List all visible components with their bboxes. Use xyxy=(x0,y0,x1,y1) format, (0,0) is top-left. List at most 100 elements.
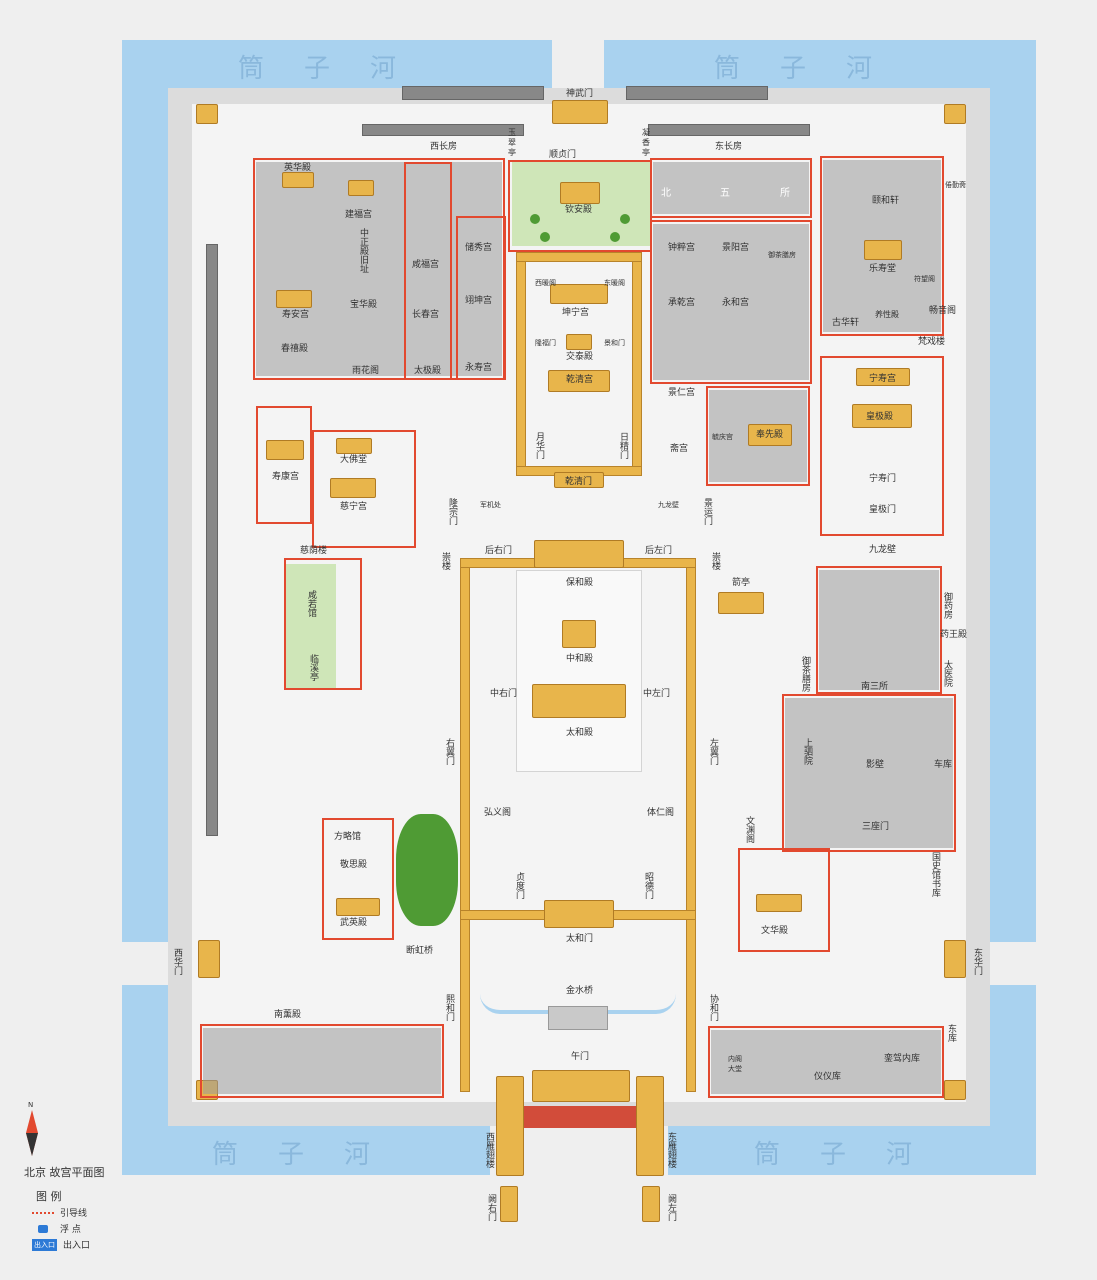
label-longzongmen[interactable]: 隆宗门 xyxy=(447,498,457,525)
label-changyinge[interactable]: 畅音阁 xyxy=(929,306,957,316)
label-qianqingmen[interactable]: 乾清门 xyxy=(565,477,593,487)
label-guoshiguan[interactable]: 国史馆书库 xyxy=(930,852,940,897)
label-jiaotaidian[interactable]: 交泰殿 xyxy=(566,352,594,362)
label-nanxundian[interactable]: 南薰殿 xyxy=(274,1010,302,1020)
label-taiyiyuan[interactable]: 太医院 xyxy=(942,660,952,687)
label-xihuamen[interactable]: 西华门 xyxy=(172,948,182,975)
label-yaowangdian[interactable]: 药王殿 xyxy=(940,630,968,640)
label-yonghegong[interactable]: 永和宫 xyxy=(722,298,750,308)
qianqinggong-building[interactable] xyxy=(548,370,610,392)
label-jianting[interactable]: 箭亭 xyxy=(732,578,751,588)
label-cheku[interactable]: 车库 xyxy=(934,760,953,770)
label-duanhongqiao[interactable]: 断虹桥 xyxy=(406,946,434,956)
label-yuxiangting[interactable]: 玉翠亭 xyxy=(508,128,516,157)
label-queyoumen[interactable]: 阙右门 xyxy=(486,1194,496,1221)
label-wumen[interactable]: 午门 xyxy=(571,1052,590,1062)
shenwumen-building[interactable] xyxy=(552,100,608,124)
label-junjichu[interactable]: 军机处 xyxy=(480,501,501,509)
label-taihemen[interactable]: 太和门 xyxy=(566,934,594,944)
label-yinghuadian[interactable]: 英华殿 xyxy=(284,163,312,173)
label-jingyunmen[interactable]: 景运门 xyxy=(702,498,712,525)
label-wenyuange[interactable]: 文渊阁 xyxy=(744,816,754,843)
dafotang-building[interactable] xyxy=(336,438,372,454)
label-changchungong[interactable]: 长春宫 xyxy=(412,310,440,320)
label-xiehemen[interactable]: 协和门 xyxy=(708,994,718,1021)
label-shunzhenmen[interactable]: 顺贞门 xyxy=(549,150,577,160)
label-west-yanchi[interactable]: 西雁翅楼 xyxy=(484,1132,494,1168)
label-chuxiugong[interactable]: 储秀宫 xyxy=(465,243,493,253)
label-yangxingdian[interactable]: 养性殿 xyxy=(875,310,899,319)
label-shouangong[interactable]: 寿安宫 xyxy=(282,310,310,320)
label-neigedatang[interactable]: 内阁大堂 xyxy=(728,1055,742,1073)
label-shangsiyuan[interactable]: 上驷院 xyxy=(802,738,812,765)
label-xianfugong[interactable]: 咸福宫 xyxy=(412,260,440,270)
label-jingrengong[interactable]: 景仁宫 xyxy=(668,388,696,398)
label-houzuomen[interactable]: 后左门 xyxy=(645,546,673,556)
xihuamen-building[interactable] xyxy=(198,940,220,978)
label-huangjidian[interactable]: 皇极殿 xyxy=(866,412,894,422)
label-luanjiakuku[interactable]: 銮驾内库 xyxy=(884,1054,921,1064)
label-zhongyoumen[interactable]: 中右门 xyxy=(490,689,518,699)
jianfugong-building[interactable] xyxy=(348,180,374,196)
wenhuadian-building[interactable] xyxy=(756,894,802,912)
label-dongchangfang[interactable]: 东长房 xyxy=(715,142,743,152)
label-zhongzhengdian[interactable]: 中正殿旧址 xyxy=(358,228,368,273)
donghuamen-building[interactable] xyxy=(944,940,966,978)
label-gujianxuan[interactable]: 古华轩 xyxy=(832,318,860,328)
label-sanzuomen[interactable]: 三座门 xyxy=(862,822,890,832)
label-quezuomen[interactable]: 阙左门 xyxy=(666,1194,676,1221)
label-shoukanggong[interactable]: 寿康宫 xyxy=(272,472,300,482)
label-xianruoguan[interactable]: 咸若馆 xyxy=(306,590,316,617)
label-nansansuo[interactable]: 南三所 xyxy=(861,682,889,692)
wuyingdian-building[interactable] xyxy=(336,898,380,916)
zhonghedian-building[interactable] xyxy=(562,620,596,648)
label-jinghemen[interactable]: 景和门 xyxy=(604,339,625,347)
label-yikungong[interactable]: 翊坤宫 xyxy=(465,296,493,306)
label-chunxidian[interactable]: 春禧殿 xyxy=(281,344,309,354)
label-fuwangge[interactable]: 符望阁 xyxy=(914,275,935,283)
label-yuqinggong[interactable]: 毓庆宫 xyxy=(712,433,733,441)
label-fanxilou[interactable]: 梵戏楼 xyxy=(918,337,946,347)
label-shenwumen[interactable]: 神武门 xyxy=(566,89,594,99)
yinghuadian-building[interactable] xyxy=(282,172,314,188)
label-longfumen[interactable]: 隆福门 xyxy=(535,339,556,347)
label-beiwusuo-3[interactable]: 所 xyxy=(780,188,790,199)
cininggong-building[interactable] xyxy=(330,478,376,498)
label-tirenge[interactable]: 体仁阁 xyxy=(647,808,675,818)
label-taihedian[interactable]: 太和殿 xyxy=(566,728,594,738)
label-fengxiandian[interactable]: 奉先殿 xyxy=(756,430,784,440)
label-jingyanggong[interactable]: 景阳宫 xyxy=(722,243,750,253)
jiaotaidian-building[interactable] xyxy=(566,334,592,350)
label-linxiting[interactable]: 临溪亭 xyxy=(308,654,318,681)
label-chengqiangong[interactable]: 承乾宫 xyxy=(668,298,696,308)
label-xihemen[interactable]: 熙和门 xyxy=(444,994,454,1021)
label-zhendumen[interactable]: 贞度门 xyxy=(514,872,524,899)
label-yuhuayuan2-east[interactable]: 御茶膳房 xyxy=(800,656,810,692)
label-ningshougong[interactable]: 宁寿宫 xyxy=(869,374,897,384)
label-jiulongbi[interactable]: 九龙壁 xyxy=(658,501,679,509)
label-jianfugong[interactable]: 建福宫 xyxy=(345,210,373,220)
label-xichangfang[interactable]: 西长房 xyxy=(430,142,458,152)
quezuomen-building[interactable] xyxy=(642,1186,660,1222)
label-baohedian[interactable]: 保和殿 xyxy=(566,578,594,588)
label-east-yanchi[interactable]: 东雁翅楼 xyxy=(666,1132,676,1168)
label-jinshuiqiao[interactable]: 金水桥 xyxy=(566,986,594,996)
label-xiexiangzhai[interactable]: 颐和轩 xyxy=(872,196,900,206)
label-beiwusuo-1[interactable]: 北 xyxy=(661,188,671,199)
taihedian-building[interactable] xyxy=(532,684,626,718)
label-yuhuayuan2[interactable]: 御茶膳房 xyxy=(768,251,796,259)
label-beiwusuo-2[interactable]: 五 xyxy=(720,188,730,199)
label-zhongcuigong[interactable]: 钟粹宫 xyxy=(668,243,696,253)
label-qianqinggong[interactable]: 乾清宫 xyxy=(566,375,594,385)
label-yuyaofang[interactable]: 御药房 xyxy=(942,592,952,619)
label-taijidian[interactable]: 太极殿 xyxy=(414,366,442,376)
label-yingbi[interactable]: 影壁 xyxy=(866,760,885,770)
label-zhonghedian[interactable]: 中和殿 xyxy=(566,654,594,664)
label-yongshougong[interactable]: 永寿宫 xyxy=(465,363,493,373)
label-zuoyimen[interactable]: 左翼门 xyxy=(708,738,718,765)
label-wuyingdian[interactable]: 武英殿 xyxy=(340,918,368,928)
queyoumen-building[interactable] xyxy=(500,1186,518,1222)
label-dafotang[interactable]: 大佛堂 xyxy=(340,455,368,465)
leshoutang-building[interactable] xyxy=(864,240,902,260)
label-leshoutang[interactable]: 乐寿堂 xyxy=(869,264,897,274)
